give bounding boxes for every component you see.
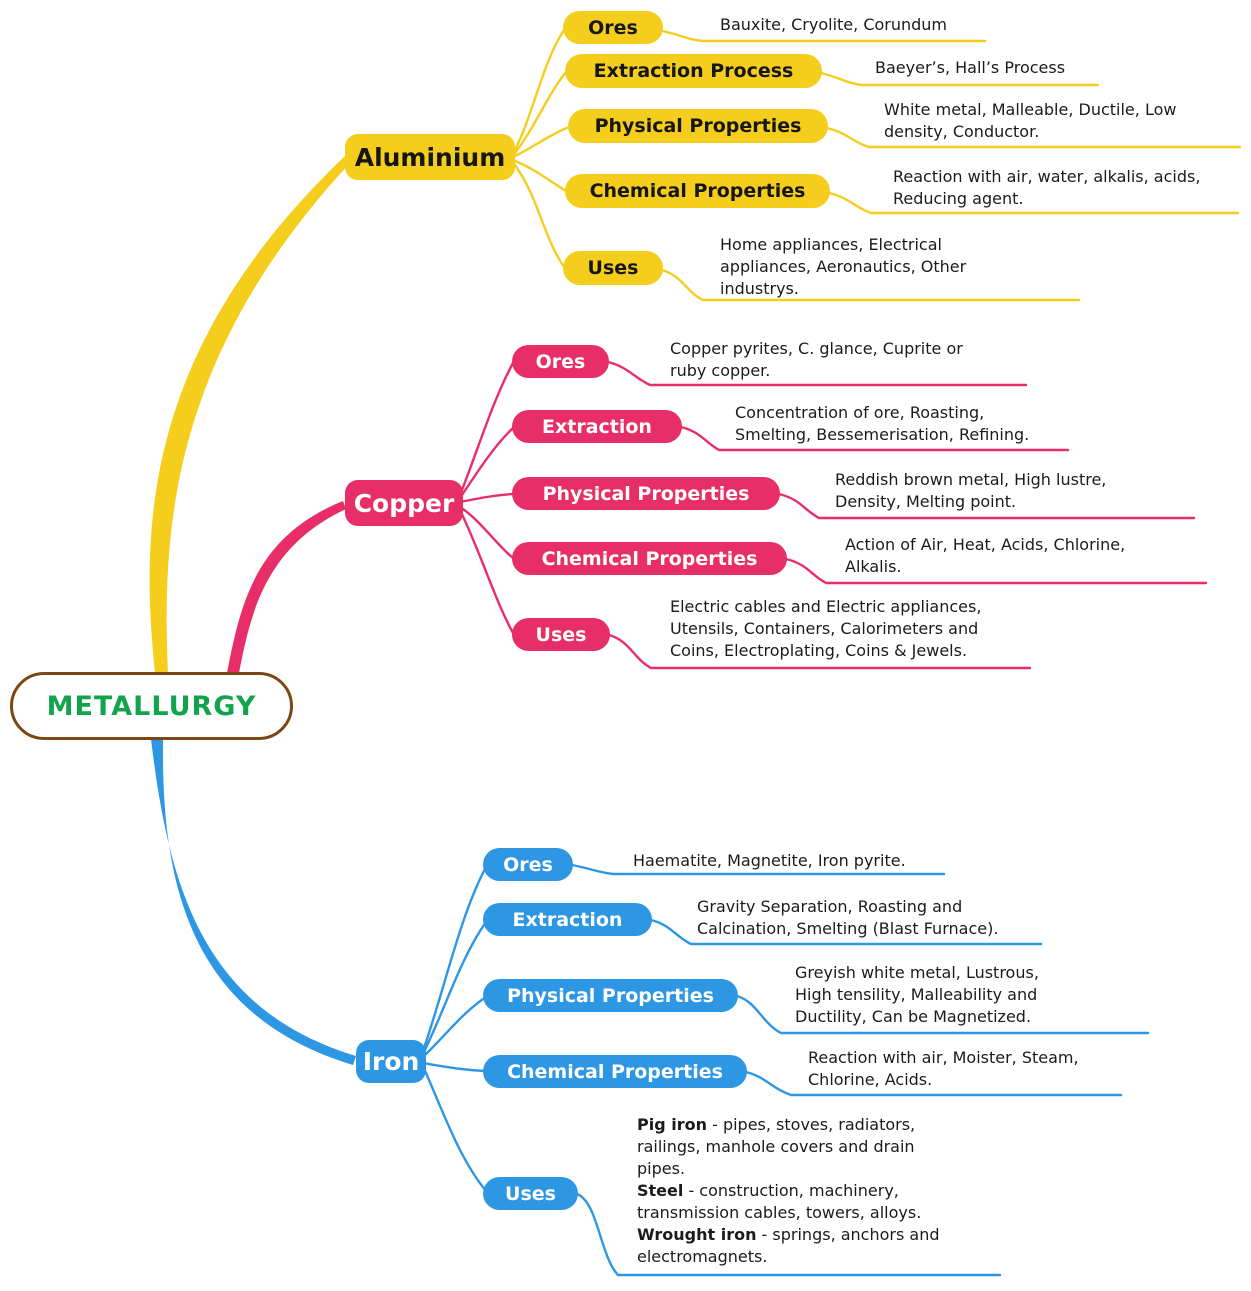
subtopic-label: Ores [535,350,586,373]
curve-iron-ores [421,865,488,1053]
subtopic-node-aluminium-physical-properties[interactable]: Physical Properties [568,109,828,143]
subtopic-node-aluminium-ores[interactable]: Ores [563,11,663,44]
branch-node-aluminium[interactable]: Aluminium [345,134,515,180]
branch-node-copper[interactable]: Copper [345,480,463,526]
curve-aluminium-ores [513,28,566,152]
subtopic-label: Chemical Properties [589,180,806,202]
curve-iron-extraction [421,920,488,1056]
subtopic-node-aluminium-uses[interactable]: Uses [563,251,663,285]
subtopic-label: Uses [505,1182,556,1205]
subtopic-node-aluminium-chemical-properties[interactable]: Chemical Properties [565,174,830,208]
underline-aluminium-extraction [819,71,1100,87]
curve-aluminium-extraction [513,70,568,155]
branch-node-iron-label: Iron [362,1047,420,1076]
subtopic-label: Uses [535,623,587,646]
subtopic-node-copper-chemical-properties[interactable]: Chemical Properties [512,542,787,575]
branch-curve-copper [227,501,346,673]
subtopic-node-copper-ores[interactable]: Ores [512,345,609,378]
curve-aluminium-uses [513,163,566,269]
underline-iron-uses [575,1192,1002,1277]
curve-aluminium-physical [513,125,571,158]
underline-aluminium-ores [660,29,987,43]
curve-copper-uses [458,508,515,635]
underline-aluminium-uses [660,268,1081,302]
underline-aluminium-chemical [827,191,1240,215]
branch-node-aluminium-label: Aluminium [354,142,506,172]
detail-text-aluminium-chemical[interactable]: Reaction with air, water, alkalis, acids… [893,167,1201,208]
aluminium-sub-curves [513,28,1242,302]
curve-copper-chemical [458,505,515,560]
subtopic-node-copper-uses[interactable]: Uses [512,618,610,651]
copper-sub-curves [458,360,1208,670]
subtopic-label: Physical Properties [594,115,802,137]
subtopic-label: Uses [587,257,639,279]
subtopic-label: Ores [588,16,638,39]
detail-text-copper-chemical[interactable]: Action of Air, Heat, Acids, Chlorine, Al… [845,535,1126,576]
detail-text-iron-uses[interactable]: Pig iron - pipes, stoves, radiators,rail… [637,1115,940,1266]
curve-iron-uses [421,1064,488,1193]
root-node-label: METALLURGY [46,690,257,722]
underline-iron-extraction [649,918,1043,946]
detail-text-iron-ores[interactable]: Haematite, Magnetite, Iron pyrite. [633,851,906,870]
subtopic-node-iron-ores[interactable]: Ores [483,848,573,881]
subtopic-label: Physical Properties [542,482,750,505]
curve-copper-extraction [458,426,515,500]
detail-text-aluminium-ores[interactable]: Bauxite, Cryolite, Corundum [720,15,948,34]
subtopic-node-iron-physical-properties[interactable]: Physical Properties [483,979,738,1012]
root-node-metallurgy[interactable]: METALLURGY [10,672,293,740]
branch-node-iron[interactable]: Iron [356,1040,426,1083]
underline-iron-ores [570,863,946,876]
curve-copper-physical [458,492,515,504]
subtopic-node-aluminium-extraction-process[interactable]: Extraction Process [565,54,822,88]
subtopic-label: Physical Properties [507,984,714,1007]
subtopic-label: Extraction [512,908,623,931]
main-branch-curves [149,156,356,1065]
underline-iron-physical [735,994,1150,1035]
detail-text-copper-ores[interactable]: Copper pyrites, C. glance, Cuprite or ru… [670,339,963,380]
subtopic-label: Chemical Properties [507,1060,723,1083]
detail-text-copper-uses[interactable]: Electric cables and Electric appliances,… [670,597,982,660]
curve-iron-physical [421,995,488,1059]
detail-text-iron-physical[interactable]: Greyish white metal, Lustrous, High tens… [795,963,1039,1026]
underline-iron-chemical [744,1070,1123,1097]
detail-text-aluminium-extraction[interactable]: Baeyer’s, Hall’s Process [875,58,1066,77]
subtopic-node-iron-extraction[interactable]: Extraction [483,903,652,936]
curve-aluminium-chemical [513,159,568,193]
subtopic-node-copper-extraction[interactable]: Extraction [512,410,682,443]
subtopic-node-iron-chemical-properties[interactable]: Chemical Properties [483,1055,747,1088]
underline-copper-uses [607,633,1032,670]
underline-copper-physical [777,492,1196,520]
subtopic-label: Extraction [542,415,652,438]
branch-node-copper-label: Copper [353,488,455,518]
subtopic-label: Chemical Properties [541,547,758,570]
underline-aluminium-physical [825,126,1242,149]
detail-text-aluminium-uses[interactable]: Home appliances, Electrical appliances, … [720,235,967,298]
branch-curve-aluminium [149,156,350,673]
detail-text-iron-chemical[interactable]: Reaction with air, Moister, Steam, Chlor… [808,1048,1079,1089]
underline-copper-extraction [679,425,1070,452]
curve-iron-chemical [421,1061,488,1073]
iron-sub-curves [421,863,1150,1277]
curve-copper-ores [458,361,515,497]
branch-curve-iron [151,739,356,1065]
subtopic-label: Extraction Process [593,60,794,82]
subtopic-node-iron-uses[interactable]: Uses [483,1177,578,1210]
detail-text-copper-extraction[interactable]: Concentration of ore, Roasting, Smelting… [735,403,1030,444]
subtopic-label: Ores [503,853,553,876]
detail-text-aluminium-physical[interactable]: White metal, Malleable, Ductile, Low den… [884,100,1177,141]
underline-copper-chemical [784,557,1208,585]
subtopic-node-copper-physical-properties[interactable]: Physical Properties [512,477,780,510]
detail-text-copper-physical[interactable]: Reddish brown metal, High lustre, Densit… [835,470,1107,511]
detail-text-iron-extraction[interactable]: Gravity Separation, Roasting and Calcina… [697,897,999,938]
underline-copper-ores [606,360,1028,387]
